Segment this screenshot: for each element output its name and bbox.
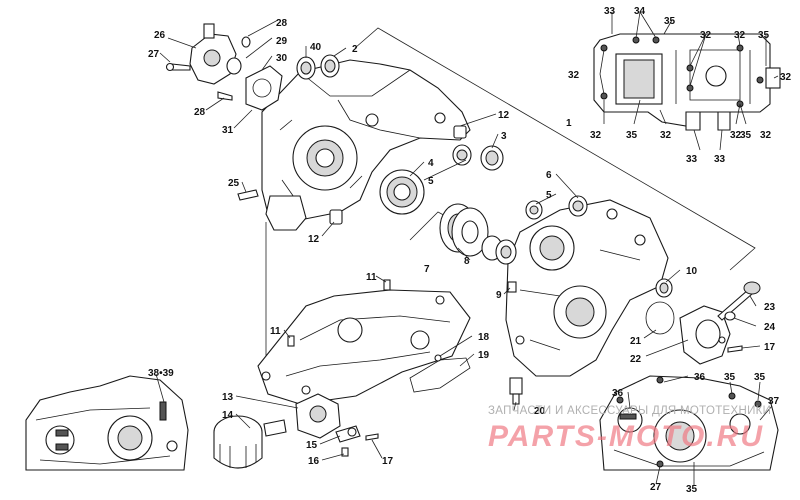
callout-12: 12: [498, 110, 510, 121]
callout-11: 11: [366, 272, 377, 283]
callout-35: 35: [626, 130, 638, 141]
callout-27: 27: [650, 482, 662, 493]
callout-25: 25: [228, 178, 240, 189]
dipstick-23: [717, 281, 761, 321]
callout-32: 32: [734, 30, 746, 41]
o-ring-21: [645, 301, 675, 335]
callout-5: 5: [428, 176, 434, 187]
callout-32: 32: [568, 70, 580, 81]
dowel-pin-12: [329, 209, 343, 225]
callout-17: 17: [382, 456, 394, 467]
callout-26: 26: [154, 30, 166, 41]
callout-35: 35: [724, 372, 736, 383]
pin-9: [507, 281, 517, 293]
callout-3: 3: [501, 131, 507, 142]
callout-36: 36: [612, 388, 624, 399]
callout-35: 35: [664, 16, 676, 27]
callout-28: 28: [194, 107, 206, 118]
callout-15: 15: [306, 440, 318, 451]
callout-9: 9: [496, 290, 502, 301]
callout-37: 37: [768, 396, 780, 407]
watermark-caption: ЗАПЧАСТИ И АКСЕССУАРЫ ДЛЯ МОТОТЕХНИКИ: [488, 405, 771, 417]
oil-filter-cover-22: [679, 305, 731, 365]
callout-40: 40: [310, 42, 322, 53]
callout-4: 4: [428, 158, 434, 169]
callout-34: 34: [634, 6, 646, 17]
engine-view-38-39: [25, 375, 189, 471]
oil-filter-14: [213, 415, 263, 469]
callout-32: 32: [660, 130, 672, 141]
callout-36: 36: [694, 372, 706, 383]
o-ring-24: [724, 311, 736, 321]
callout-5: 5: [546, 190, 552, 201]
callout-35: 35: [754, 372, 766, 383]
right-crankcase-half: [505, 199, 669, 377]
callout-33: 33: [714, 154, 726, 165]
callout-29: 29: [276, 36, 288, 47]
dowel-pin-12b: [453, 125, 467, 139]
callout-22: 22: [630, 354, 642, 365]
bearing-8: [481, 235, 517, 265]
callout-11: 11: [270, 326, 281, 337]
watermark-brand: PARTS-MOTO.RU: [488, 420, 764, 453]
callout-18: 18: [478, 332, 490, 343]
callout-32: 32: [760, 130, 772, 141]
callout-8: 8: [464, 256, 470, 267]
callout-23: 23: [764, 302, 776, 313]
balance-gear-7: [439, 203, 489, 257]
callout-20: 20: [534, 406, 546, 417]
left-crankcase-half: [261, 59, 471, 231]
callout-32: 32: [730, 130, 742, 141]
callout-24: 24: [764, 322, 776, 333]
plug-16: [341, 447, 349, 457]
callout-35: 35: [686, 484, 698, 495]
callout-35: 35: [740, 130, 752, 141]
callout-13: 13: [222, 392, 234, 403]
callout-12: 12: [308, 234, 320, 245]
engine-view-27-35-37: [599, 375, 779, 471]
callout-33: 33: [686, 154, 698, 165]
leader-lines: [155, 11, 779, 486]
filter-nipple: [263, 419, 287, 437]
watermark: ЗАПЧАСТИ И АКСЕССУАРЫ ДЛЯ МОТОТЕХНИКИ PA…: [488, 405, 771, 453]
crankcase-top-view: [593, 33, 781, 131]
relief-valve-15: [335, 425, 361, 443]
dowel-11a: [383, 279, 391, 291]
callout-21: 21: [630, 336, 642, 347]
callout-31: 31: [222, 125, 234, 136]
water-pump-housing: [165, 23, 283, 111]
callout-1: 1: [566, 118, 572, 129]
callout-33: 33: [604, 6, 616, 17]
dowel-11b: [287, 335, 295, 347]
callout-27: 27: [148, 49, 160, 60]
callout-35: 35: [758, 30, 770, 41]
oil-pump-13: [295, 393, 341, 439]
assembly-bracket-1: [354, 27, 756, 271]
callout-7: 7: [424, 264, 430, 275]
callout-2: 2: [352, 44, 358, 55]
callout-16: 16: [308, 456, 320, 467]
callout-32: 32: [700, 30, 712, 41]
callout-19: 19: [478, 350, 490, 361]
callout-14: 14: [222, 410, 234, 421]
callout-32: 32: [590, 130, 602, 141]
callout-6: 6: [546, 170, 552, 181]
callout-numbers: 1 2 3 4 5 5 6 7 8 9 10 11 11 12 12 13 14…: [148, 6, 792, 495]
callout-17: 17: [764, 342, 776, 353]
callout-28: 28: [276, 18, 288, 29]
callout-32: 32: [780, 72, 792, 83]
callout-10: 10: [686, 266, 698, 277]
bolt-17b: [727, 345, 743, 353]
callout-30: 30: [276, 53, 288, 64]
oil-pan: [257, 289, 471, 405]
bolt-25: [237, 189, 259, 201]
bearing-4: [379, 169, 425, 215]
sensor-20: [509, 377, 523, 405]
callout-38-39: 38•39: [148, 368, 174, 379]
bolt-17: [365, 433, 379, 441]
bolt-18: [434, 354, 442, 362]
